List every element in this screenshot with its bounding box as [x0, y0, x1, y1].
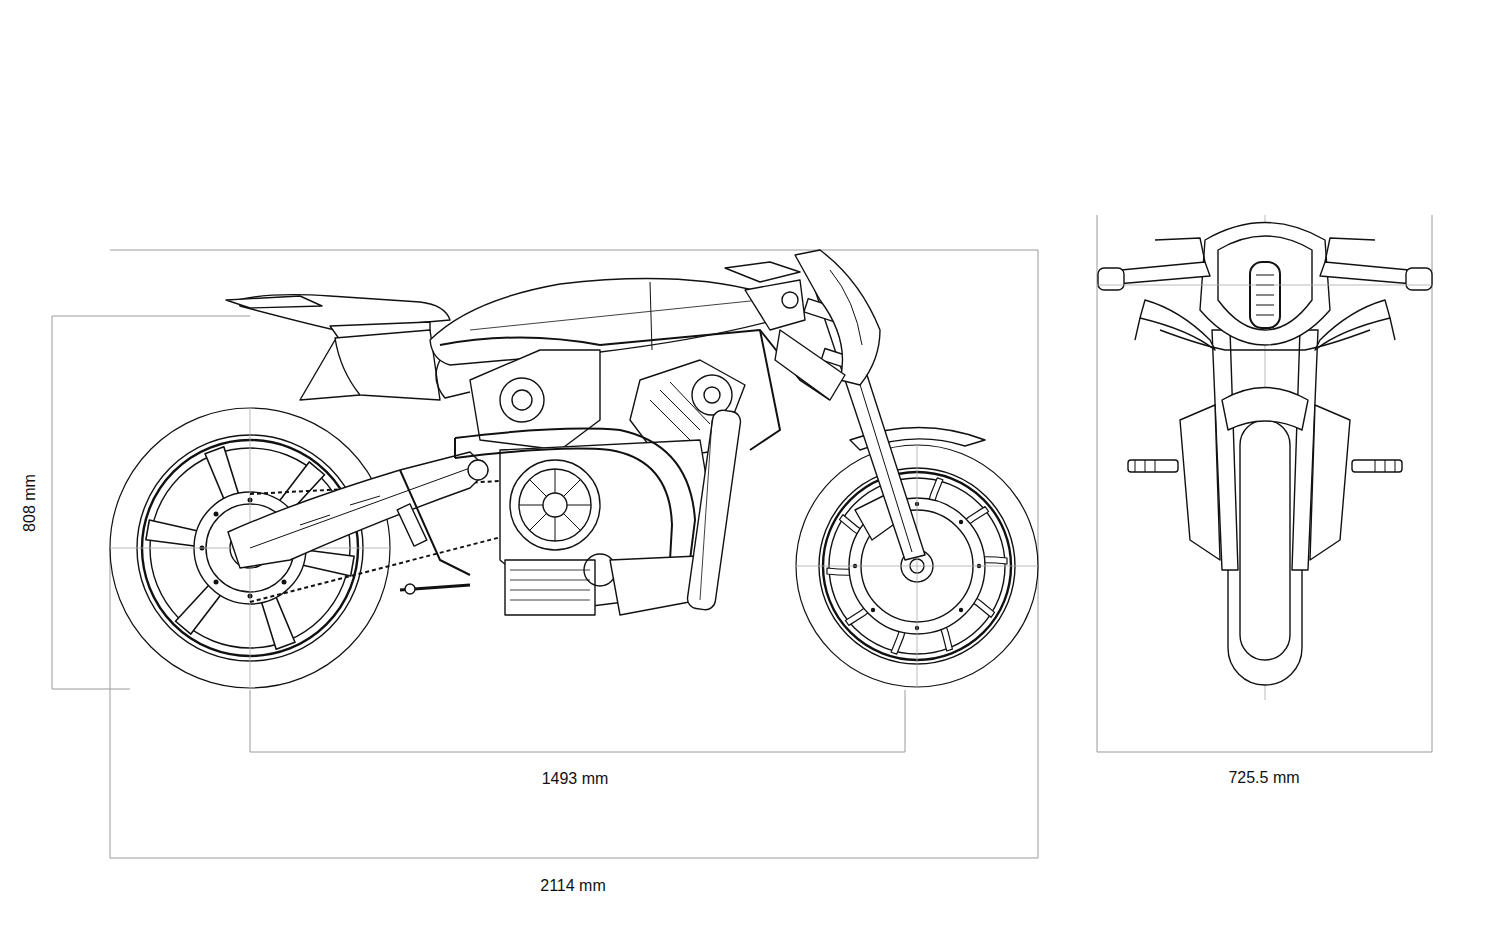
dimension-label: 725.5 mm [1225, 768, 1302, 788]
dimension-lines [52, 215, 1432, 858]
dimension-label: 2114 mm [537, 876, 609, 896]
dimension-label: 808 mm [20, 471, 40, 535]
front-view [1097, 215, 1432, 700]
dimension-label: 1493 mm [539, 769, 612, 789]
side-view [110, 250, 1038, 688]
